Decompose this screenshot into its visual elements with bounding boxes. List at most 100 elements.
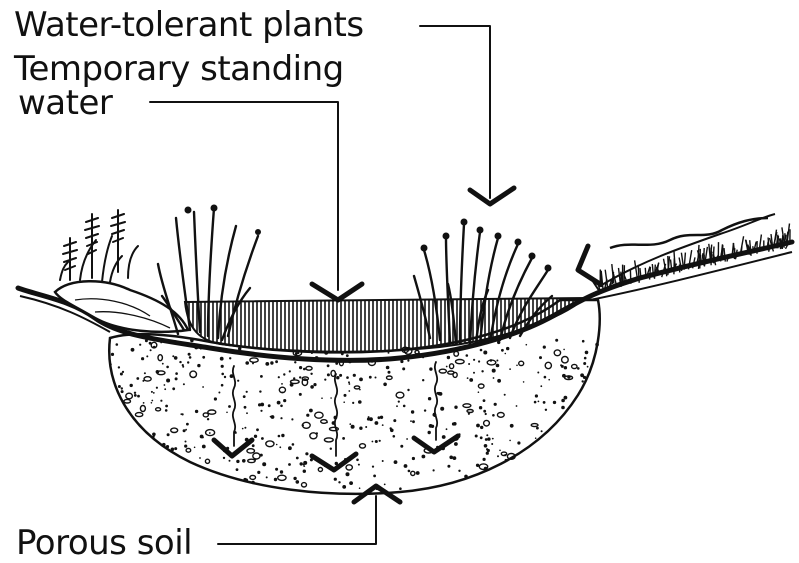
soil-speck [496,360,498,362]
soil-speck [277,401,281,405]
soil-speck [184,445,187,448]
soil-speck [330,448,332,450]
soil-speck [172,355,174,357]
soil-speck [179,361,181,363]
soil-speck [131,348,135,352]
soil-speck [164,388,166,390]
soil-speck [207,418,209,420]
soil-speck [493,377,495,379]
soil-speck [538,401,540,403]
soil-speck [236,460,239,463]
soil-speck [447,465,450,468]
soil-speck [183,383,185,385]
soil-speck [555,339,558,342]
soil-speck [537,372,539,374]
soil-speck [166,445,169,448]
soil-speck [110,363,112,365]
soil-speck [412,457,415,460]
soil-speck [481,370,483,372]
soil-speck [424,409,426,411]
soil-speck [209,432,211,434]
soil-speck [156,387,158,389]
soil-speck [379,440,381,442]
soil-speck [375,377,377,379]
soil-speck [492,414,495,417]
soil-speck [342,437,345,440]
soil-speck [352,402,354,404]
soil-speck [378,416,381,419]
soil-speck [478,360,480,362]
soil-speck [116,343,119,346]
soil-speck [343,401,345,403]
soil-speck [369,376,372,379]
soil-speck [226,412,228,414]
soil-speck [244,427,246,429]
soil-speck [187,361,189,363]
soil-speck [118,385,121,388]
soil-speck [346,354,349,357]
soil-speck [175,372,178,375]
soil-speck [480,436,483,439]
soil-speck [244,478,248,482]
soil-speck [412,420,415,423]
soil-speck [483,410,486,413]
soil-speck [162,443,166,447]
soil-speck [134,392,136,394]
standing-water-leader [150,102,338,290]
soil-speck [121,390,124,393]
soil-speck [475,435,478,438]
soil-speck [372,441,374,443]
soil-speck [563,349,565,351]
soil-speck [373,475,376,478]
soil-speck [359,378,363,382]
soil-speck [199,457,201,459]
soil-speck [137,395,140,398]
soil-speck [141,357,144,360]
soil-speck [182,366,184,368]
soil-speck [369,417,373,421]
soil-speck [280,470,283,473]
soil-speck [548,379,550,381]
soil-speck [396,405,398,407]
grass-blade [668,256,669,274]
soil-speck [299,393,302,396]
right-plant-heads [421,219,552,272]
soil-speck [516,365,518,367]
soil-speck [410,420,412,422]
soil-speck [166,379,170,383]
soil-speck [492,438,494,440]
soil-speck [303,470,306,473]
soil-speck [485,413,487,415]
soil-speck [334,478,337,481]
grass-blade [655,265,656,279]
soil-speck [246,412,248,414]
soil-speck [121,387,123,389]
grass-blade [713,247,714,261]
soil-speck [359,427,362,430]
soil-speck [353,374,356,377]
soil-speck [446,428,448,430]
right-slope-wave [610,218,768,248]
soil-speck [582,340,585,343]
soil-speck [399,487,402,490]
soil-speck [202,356,205,359]
grass-blade [753,246,754,253]
soil-speck [468,363,470,365]
soil-speck [214,397,217,400]
soil-speck [166,366,169,369]
soil-speck [280,417,282,419]
soil-speck [561,399,565,403]
soil-speck [310,385,314,389]
soil-speck [479,406,482,409]
soil-speck [442,435,446,439]
left-shrubs [60,210,138,282]
soil-speck [202,386,204,388]
soil-speck [266,476,268,478]
soil-speck [259,390,261,392]
soil-speck [252,444,255,447]
soil-speck [526,344,528,346]
soil-speck [544,376,547,379]
soil-speck [492,369,496,373]
standing-water-label-line1: Temporary standing [14,52,344,86]
soil-speck [260,403,264,407]
